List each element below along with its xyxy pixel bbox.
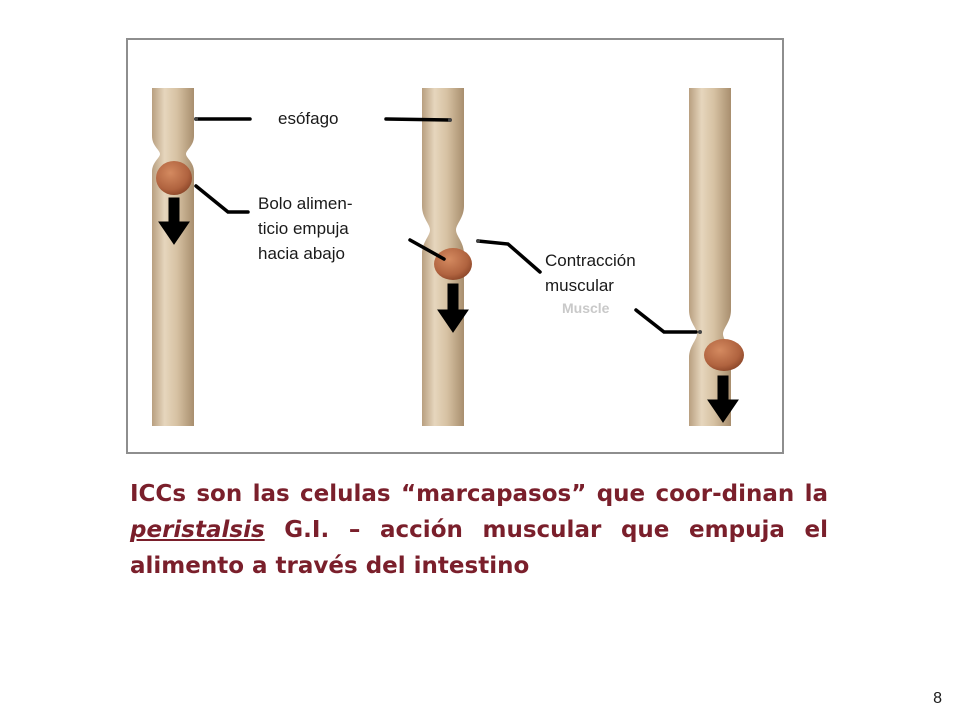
- esophagus-tube-2: [422, 88, 472, 426]
- caption-part-1: ICCs son las celulas “marcapasos” que co…: [130, 481, 828, 507]
- down-arrow-2: [437, 283, 469, 333]
- leader-dots: [194, 117, 702, 334]
- caption-text: ICCs son las celulas “marcapasos” que co…: [130, 476, 828, 584]
- leader-contraction: [476, 239, 542, 274]
- caption-part-2: G.I. – acción muscular que empuja el ali…: [130, 517, 828, 579]
- bolus-label: Bolo alimen- ticio empuja hacia abajo: [258, 194, 353, 263]
- down-arrow-1: [158, 197, 190, 245]
- peristalsis-diagram: esófago Bolo alimen- ticio empuja hacia …: [126, 38, 784, 454]
- hidden-original-label: Muscle: [562, 300, 610, 316]
- contraction-label: Contracción muscular: [545, 251, 636, 295]
- esophagus-tube-3: [689, 88, 744, 426]
- leader-esophagus-right: [384, 117, 452, 122]
- leader-bolus-2: [408, 238, 446, 261]
- esophagus-label: esófago: [278, 109, 339, 128]
- down-arrow-3: [707, 375, 739, 423]
- esophagus-tube-1: [152, 88, 194, 426]
- food-bolus-1: [156, 161, 192, 195]
- caption-term-peristalsis: peristalsis: [130, 517, 265, 543]
- leader-lines: [194, 117, 698, 334]
- leader-bolus: [194, 184, 250, 214]
- food-bolus-2: [434, 248, 472, 280]
- diagram-canvas: [152, 88, 744, 426]
- leader-contraction-3: [634, 308, 698, 334]
- page-number: 8: [933, 690, 942, 707]
- food-bolus-3: [704, 339, 744, 371]
